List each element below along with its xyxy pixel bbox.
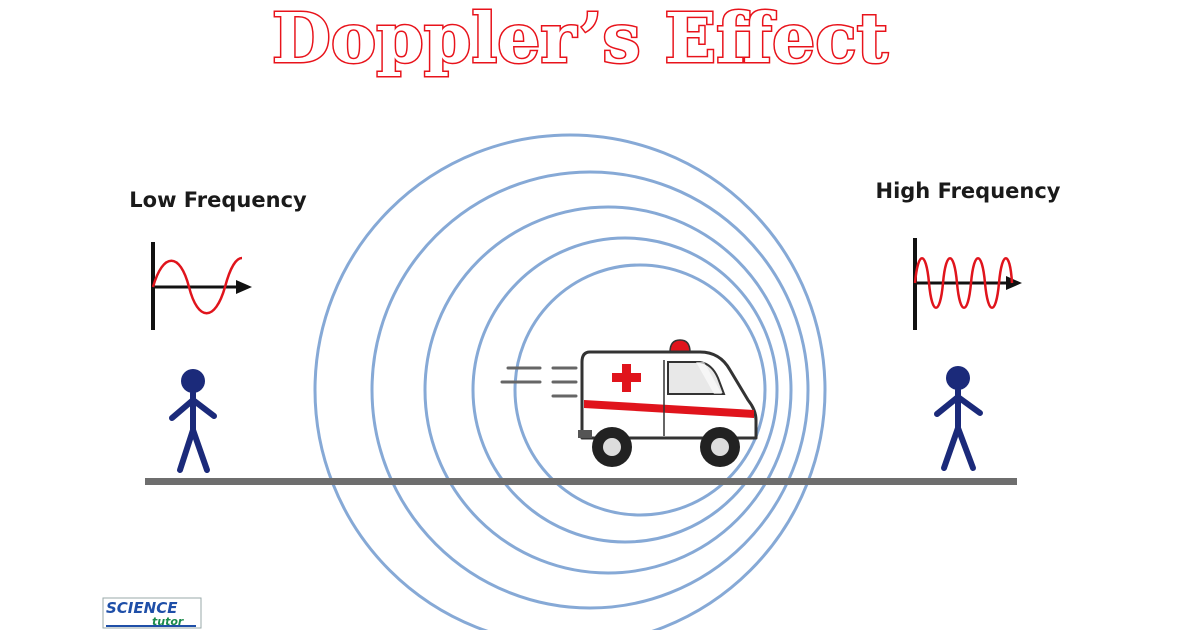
low-frequency-wave-icon	[151, 242, 252, 330]
wavefront-3	[423, 205, 793, 575]
wavefront-2	[370, 170, 810, 610]
wavefront-5	[513, 263, 767, 517]
ground-line	[145, 478, 1017, 485]
page-title: Doppler’s Effect	[272, 0, 889, 79]
speed-lines-icon	[500, 366, 578, 398]
svg-text:tutor: tutor	[152, 615, 184, 628]
wavefront-1	[313, 133, 827, 630]
wavefronts	[313, 133, 827, 630]
low-frequency-label: Low Frequency	[129, 188, 307, 212]
right-observer-stick-figure-icon	[934, 366, 983, 471]
wavefront-4	[471, 236, 779, 544]
left-observer-stick-figure-icon	[169, 369, 217, 473]
ambulance-icon	[578, 339, 758, 467]
high-frequency-wave-icon	[913, 238, 1022, 330]
science-tutor-logo: SCIENCE tutor	[102, 597, 202, 629]
high-frequency-label: High Frequency	[876, 179, 1061, 203]
svg-text:SCIENCE: SCIENCE	[106, 599, 178, 617]
